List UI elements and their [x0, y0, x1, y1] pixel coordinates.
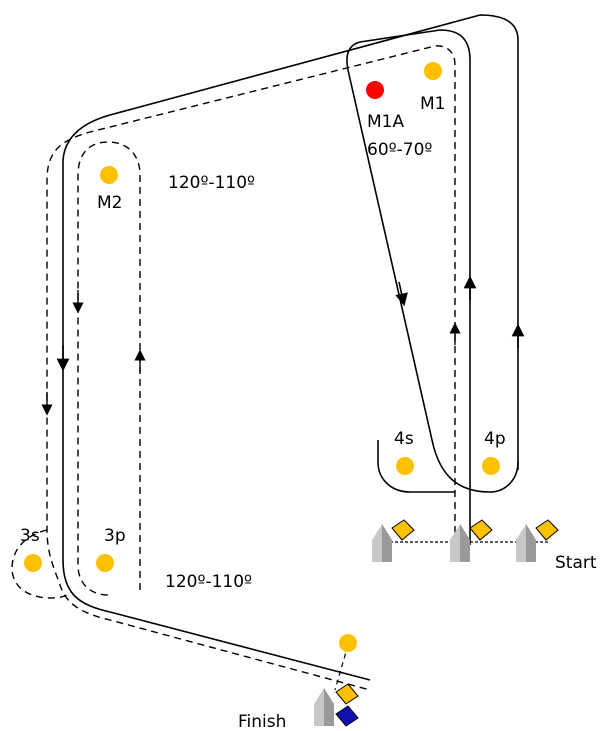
label-4s: 4s — [394, 429, 414, 449]
label-m1-angle: 60º-70º — [367, 140, 432, 160]
start-boat-left — [372, 519, 415, 562]
label-start: Start — [555, 553, 597, 573]
flag-icon — [391, 519, 415, 541]
label-4p: 4p — [484, 429, 506, 449]
label-lower-angle: 120º-110º — [165, 572, 252, 592]
solid-course-outer — [62, 14, 519, 681]
arrow-down-m1-leg — [395, 281, 408, 307]
label-finish: Finish — [238, 712, 286, 731]
mark-m1a — [366, 81, 384, 99]
dashed-rounding-3s — [11, 529, 73, 599]
finish-pin-mark — [339, 634, 357, 652]
flag-icon — [469, 519, 493, 541]
solid-course-inner-m1 — [346, 29, 519, 545]
dashed-loop-m2 — [77, 141, 141, 596]
label-m1: M1 — [420, 94, 445, 114]
mark-4p — [482, 457, 500, 475]
label-m2: M2 — [97, 193, 122, 213]
label-m1a: M1A — [367, 112, 404, 132]
finish-dashed-line — [334, 644, 349, 691]
mark-3p — [96, 554, 114, 572]
start-boat-right — [516, 519, 559, 562]
label-3s: 3s — [20, 526, 40, 546]
mark-3s — [24, 554, 42, 572]
label-3p: 3p — [104, 526, 126, 546]
solid-4s-rounding — [377, 440, 455, 493]
flag-icon — [535, 519, 559, 541]
finish-blue-flag-icon — [335, 705, 359, 727]
start-boat-middle — [450, 519, 493, 562]
label-upper-angle: 120º-110º — [168, 173, 255, 193]
finish-boat — [314, 683, 359, 727]
dashed-course-outer — [46, 45, 456, 691]
mark-4s — [396, 457, 414, 475]
mark-m2 — [100, 166, 118, 184]
mark-m1 — [424, 62, 442, 80]
finish-yellow-flag-icon — [335, 683, 359, 705]
